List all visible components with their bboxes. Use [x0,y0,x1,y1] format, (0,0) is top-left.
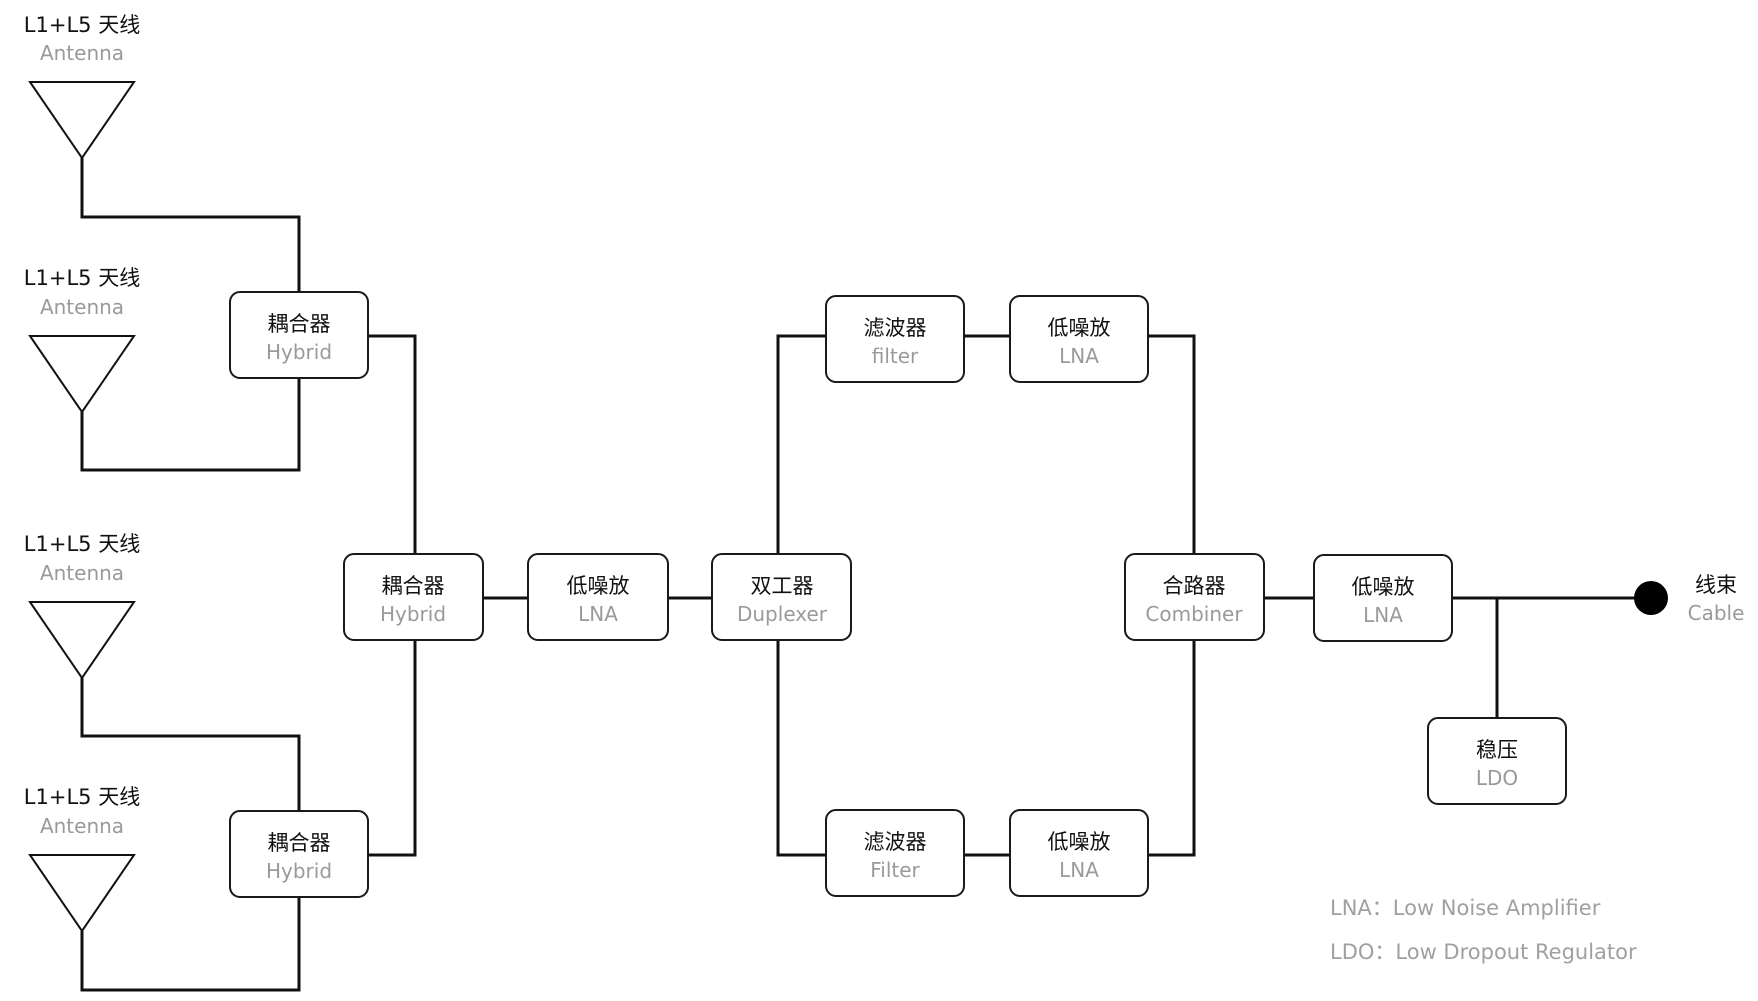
ldo-block: 稳压 LDO [1427,717,1567,805]
lna-out-sublabel: LNA [1363,603,1403,627]
lna-out-label: 低噪放 [1352,575,1415,599]
wire-ant1-hybrid-top [80,158,301,292]
hybrid-top-box [229,291,369,379]
ldo-sublabel: LDO [1476,766,1518,790]
filter-bottom-block: 滤波器 Filter [825,809,965,897]
wire-lna-bottom-combiner [1148,640,1196,857]
duplexer-label: 双工器 [751,574,814,598]
lna-1-block: 低噪放 LNA [527,553,669,641]
antenna-2-label: L1+L5 天线 [24,266,140,290]
cable-connector-icon [1634,581,1668,615]
filter-bottom-sublabel: Filter [870,858,920,882]
wiring [80,158,1650,992]
duplexer-sublabel: Duplexer [737,602,828,626]
combiner-block: 合路器 Combiner [1124,553,1265,641]
filter-bottom-box [825,809,965,897]
antenna-4: L1+L5 天线 Antenna [24,785,140,933]
lna-out-box [1313,554,1453,642]
filter-top-box [825,295,965,383]
hybrid-top-label: 耦合器 [268,312,331,336]
lna-top-sublabel: LNA [1059,344,1099,368]
hybrid-bottom-block: 耦合器 Hybrid [229,810,369,898]
hybrid-main-box [343,553,484,641]
combiner-sublabel: Combiner [1145,602,1243,626]
antenna-4-icon [28,854,136,933]
antenna-3-icon [28,601,136,680]
hybrid-bottom-sublabel: Hybrid [266,859,332,883]
combiner-box [1124,553,1265,641]
antenna-1-label: L1+L5 天线 [24,13,140,37]
lna-out-block: 低噪放 LNA [1313,554,1453,642]
combiner-label: 合路器 [1163,574,1226,598]
lna-top-label: 低噪放 [1048,316,1111,340]
wire-ant4-hybrid-bottom [80,897,301,992]
antenna-2-sublabel: Antenna [40,295,124,319]
lna-1-sublabel: LNA [578,602,618,626]
wire-duplexer-filter-top [776,334,826,554]
filter-top-sublabel: filter [872,344,919,368]
lna-bottom-block: 低噪放 LNA [1009,809,1149,897]
lna-1-box [527,553,669,641]
antenna-1: L1+L5 天线 Antenna [24,13,140,160]
cable-label: 线束 [1695,573,1737,597]
hybrid-top-block: 耦合器 Hybrid [229,291,369,379]
hybrid-bottom-box [229,810,369,898]
wire-lna-top-combiner [1148,334,1196,554]
hybrid-main-sublabel: Hybrid [380,602,446,626]
cable-sublabel: Cable [1688,601,1745,625]
duplexer-block: 双工器 Duplexer [711,553,852,641]
antenna-2: L1+L5 天线 Antenna [24,266,140,414]
filter-bottom-label: 滤波器 [864,830,927,854]
lna-bottom-label: 低噪放 [1048,830,1111,854]
legend-ldo: LDO：Low Dropout Regulator [1330,940,1637,964]
filter-top-label: 滤波器 [864,316,927,340]
hybrid-bottom-label: 耦合器 [268,831,331,855]
hybrid-top-sublabel: Hybrid [266,340,332,364]
lna-bottom-box [1009,809,1149,897]
legend-lna: LNA：Low Noise Amplifier [1330,896,1601,920]
antenna-3-label: L1+L5 天线 [24,532,140,556]
lna-top-box [1009,295,1149,383]
antenna-2-icon [28,335,136,414]
lna-bottom-sublabel: LNA [1059,858,1099,882]
antenna-3-sublabel: Antenna [40,561,124,585]
antenna-1-sublabel: Antenna [40,41,124,65]
filter-top-block: 滤波器 filter [825,295,965,383]
wire-hybrid-bottom-main [368,640,417,857]
wire-ant2-hybrid-top [80,378,301,472]
ldo-label: 稳压 [1476,738,1518,762]
hybrid-main-block: 耦合器 Hybrid [343,553,484,641]
legend: LNA：Low Noise Amplifier LDO：Low Dropout … [1330,896,1637,964]
ldo-box [1427,717,1567,805]
lna-1-label: 低噪放 [567,574,630,598]
wire-hybrid-top-main [368,334,417,554]
antenna-4-sublabel: Antenna [40,814,124,838]
antenna-4-label: L1+L5 天线 [24,785,140,809]
hybrid-main-label: 耦合器 [382,574,445,598]
duplexer-box [711,553,852,641]
wire-ant3-hybrid-bottom [80,678,301,811]
antenna-1-icon [28,81,136,160]
wire-duplexer-filter-bottom [776,640,826,857]
lna-top-block: 低噪放 LNA [1009,295,1149,383]
antenna-3: L1+L5 天线 Antenna [24,532,140,680]
cable-terminal: 线束 Cable [1634,573,1744,625]
